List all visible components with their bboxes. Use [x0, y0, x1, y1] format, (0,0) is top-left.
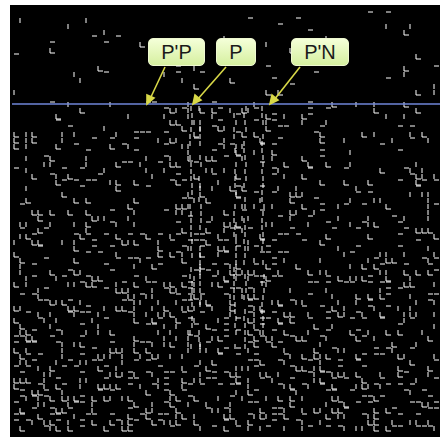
callout-box: P'N — [291, 38, 349, 66]
leader-line — [197, 67, 226, 100]
leader-arrows — [147, 67, 300, 104]
callout-label: P'P — [161, 42, 192, 62]
callout-box: P — [216, 38, 256, 66]
leader-line — [150, 67, 165, 99]
leader-line — [274, 67, 300, 100]
callout-label: P'N — [304, 42, 336, 62]
edge-pixels — [14, 12, 439, 431]
arrow-head — [193, 95, 201, 104]
image-ground — [10, 5, 440, 437]
scan-line — [12, 103, 440, 105]
edge-pixel-path — [14, 12, 439, 431]
callout-box: P'P — [148, 38, 205, 66]
arrow-head — [147, 95, 154, 104]
arrow-head — [270, 95, 278, 104]
callout-label: P — [229, 42, 242, 62]
